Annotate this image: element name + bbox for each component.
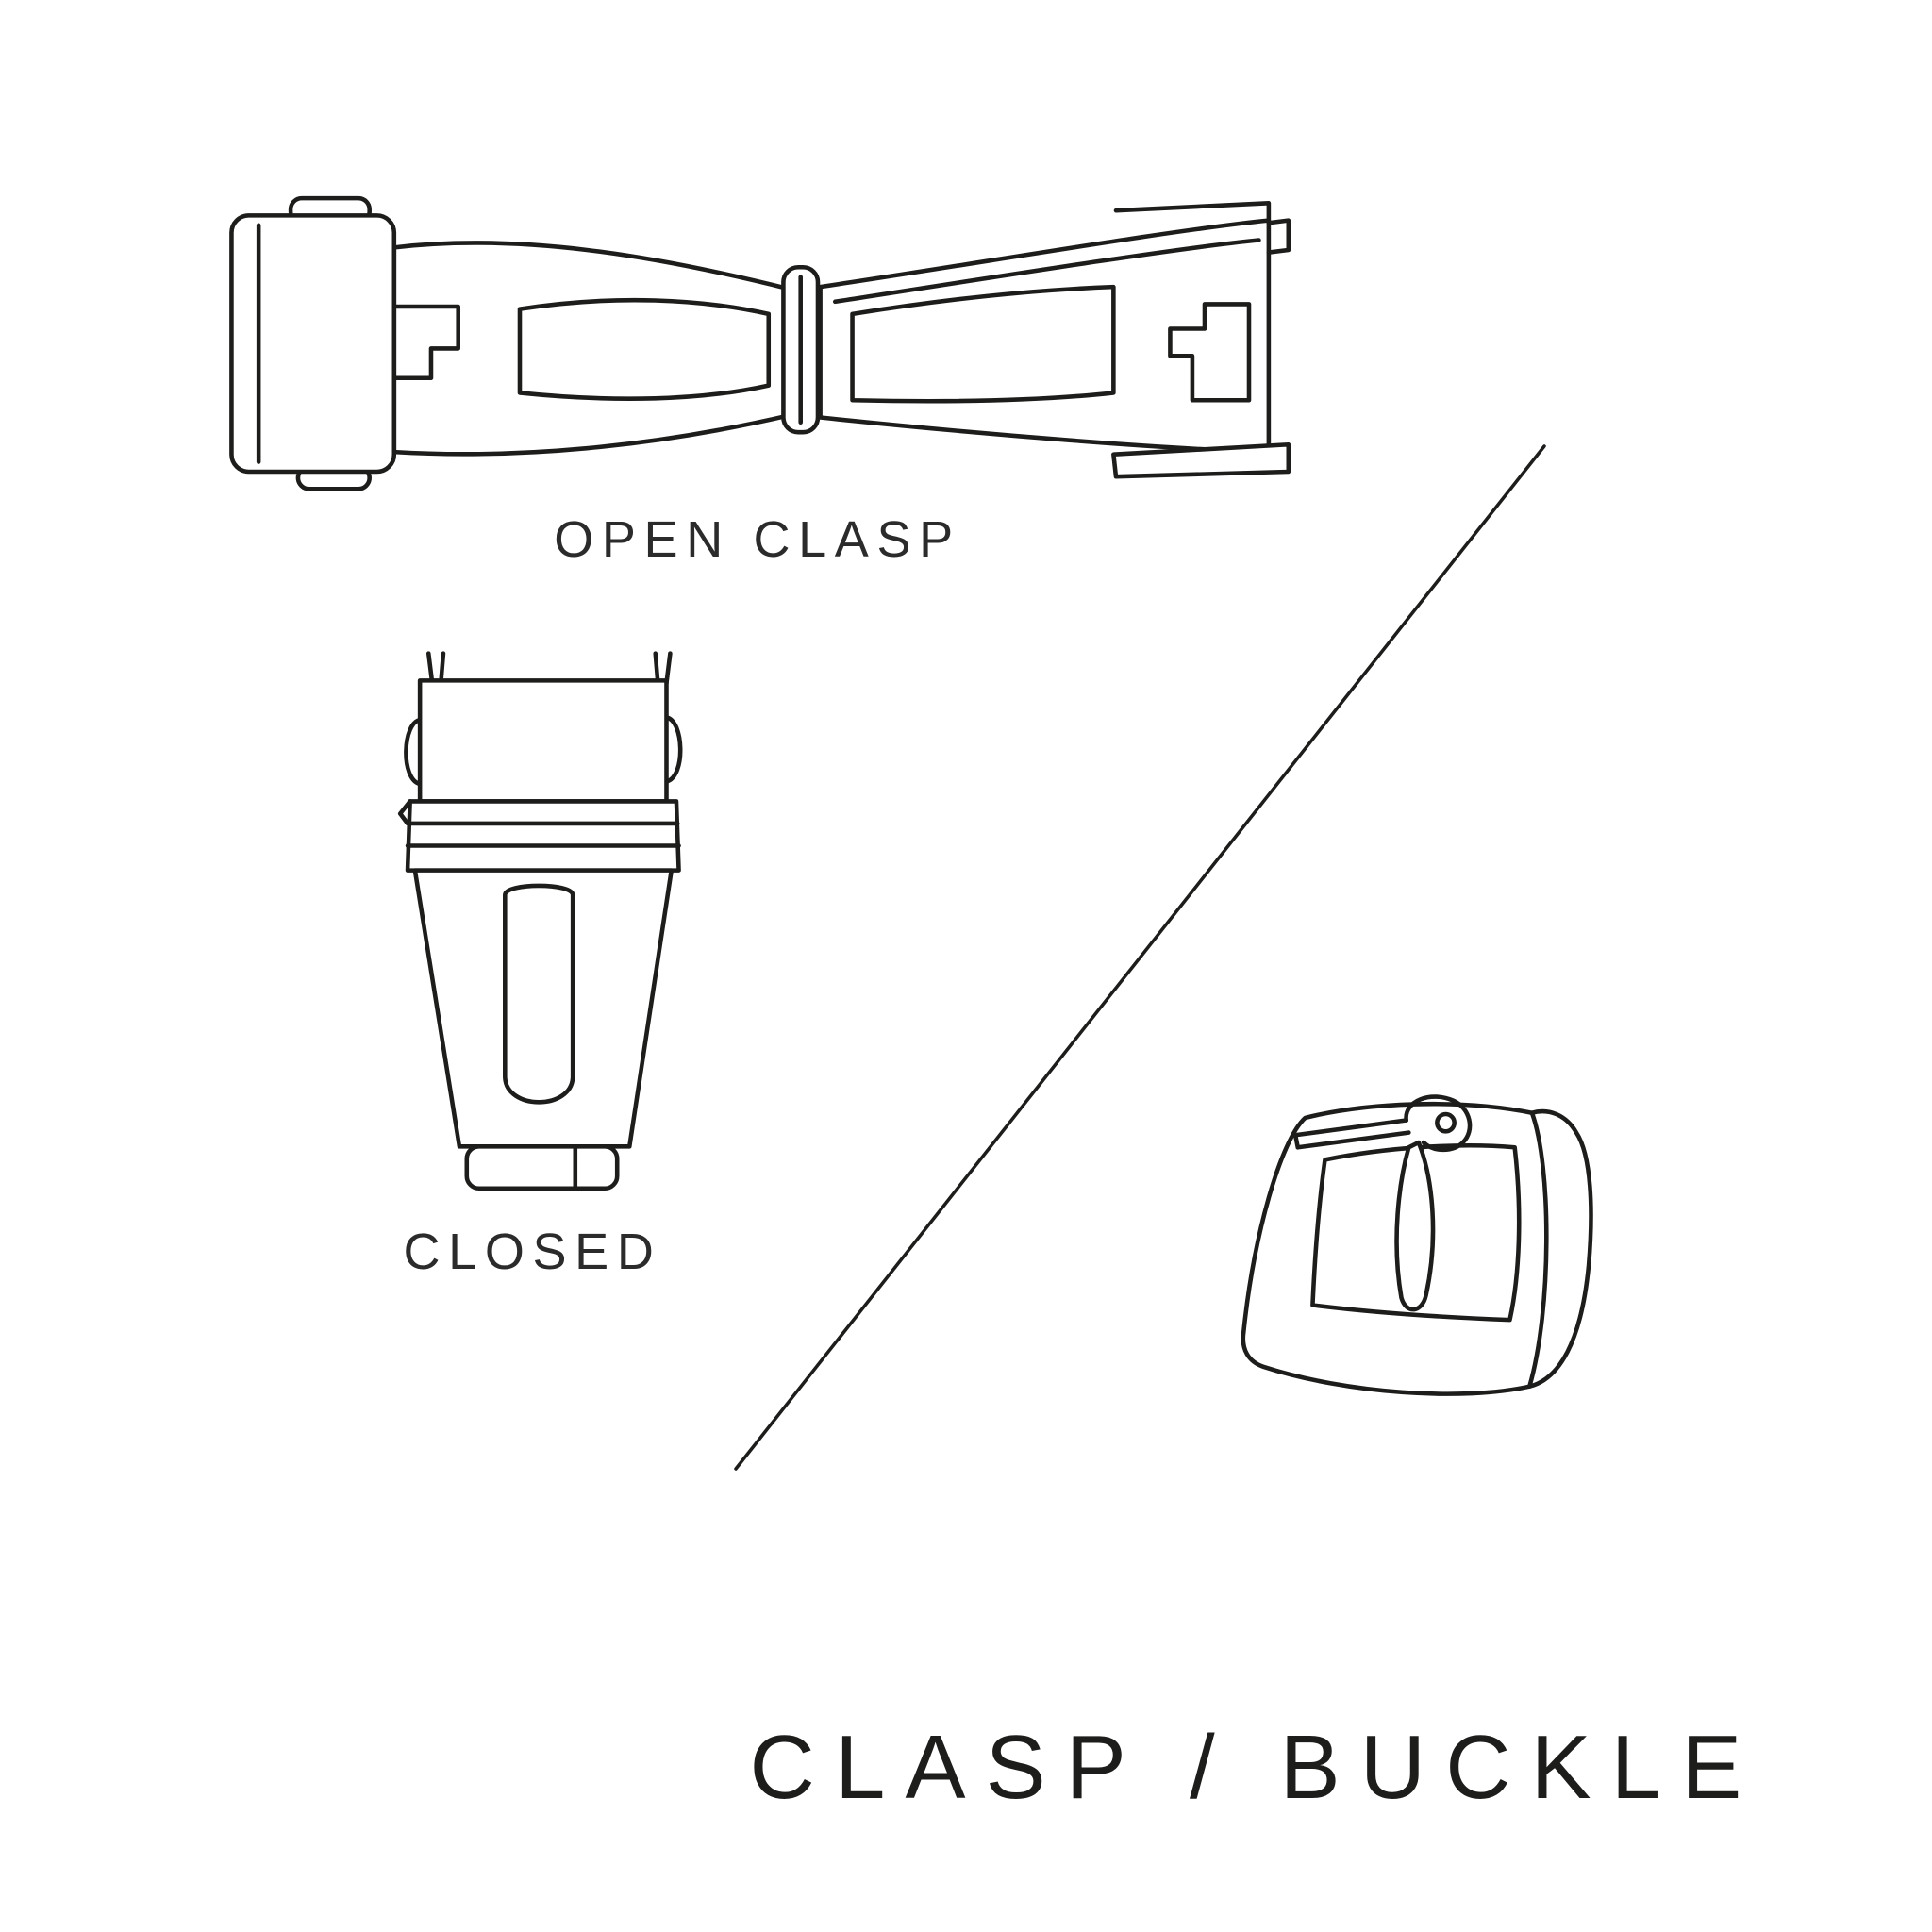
page-title: CLASP / BUCKLE	[749, 1717, 1762, 1818]
open-clasp-figure	[222, 191, 1293, 499]
tang-buckle-illustration	[1241, 1094, 1593, 1396]
buckle-figure	[1226, 1091, 1621, 1411]
open-clasp-illustration	[229, 195, 1291, 491]
open-clasp-label: OPEN CLASP	[554, 511, 961, 568]
closed-clasp-label: CLOSED	[403, 1224, 662, 1280]
closed-clasp-figure	[388, 651, 696, 1193]
closed-clasp-illustration	[397, 651, 683, 1191]
